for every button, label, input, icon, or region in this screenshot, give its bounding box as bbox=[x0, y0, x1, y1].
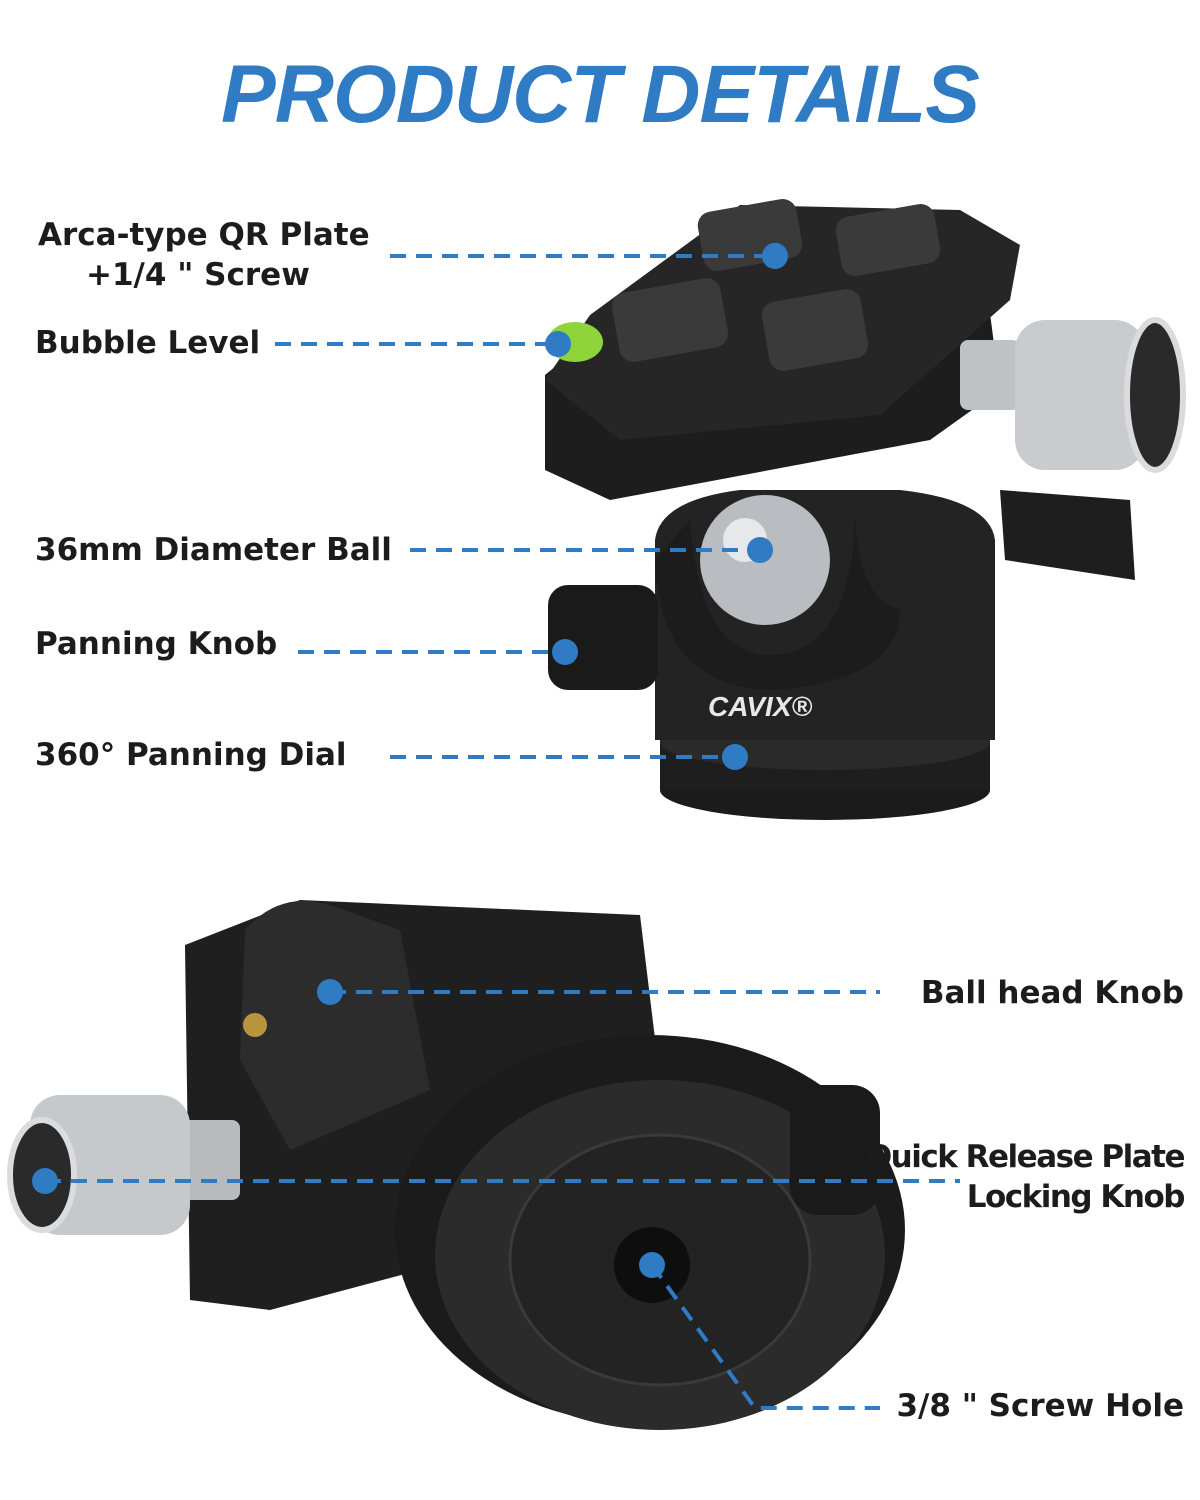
callout-dot bbox=[545, 331, 571, 357]
callout-dot bbox=[762, 243, 788, 269]
ball-head-bottom-view bbox=[7, 900, 905, 1430]
callout-dot bbox=[32, 1168, 58, 1194]
callout-panning-knob: Panning Knob bbox=[35, 626, 278, 662]
callout-locking-knob-line1: Quick Release Plate bbox=[865, 1139, 1186, 1175]
brand-logo: CAVIX® bbox=[708, 691, 812, 722]
callout-bubble-level: Bubble Level bbox=[35, 325, 261, 361]
callout-qr-plate-line1: Arca-type QR Plate bbox=[38, 217, 370, 253]
callout-dot bbox=[552, 639, 578, 665]
callout-dot bbox=[747, 537, 773, 563]
callout-screw-hole: 3/8 " Screw Hole bbox=[896, 1388, 1184, 1424]
callout-ball: 36mm Diameter Ball bbox=[35, 532, 392, 568]
callout-dot bbox=[722, 744, 748, 770]
leader-line-screw-hole bbox=[650, 1263, 880, 1410]
callout-ball-head-knob: Ball head Knob bbox=[920, 975, 1184, 1011]
callout-dot bbox=[317, 979, 343, 1005]
callout-dot bbox=[639, 1252, 665, 1278]
callout-locking-knob: Quick Release Plate Locking Knob bbox=[865, 1137, 1186, 1217]
callout-qr-plate-line2: +1/4 " Screw bbox=[86, 257, 310, 293]
callout-qr-plate: Arca-type QR Plate +1/4 " Screw bbox=[38, 215, 370, 295]
callout-locking-knob-line2: Locking Knob bbox=[966, 1179, 1186, 1215]
callout-panning-dial: 360° Panning Dial bbox=[35, 737, 347, 773]
page-title: PRODUCT DETAILS bbox=[221, 49, 980, 140]
ball-head-top-view: CAVIX® bbox=[545, 198, 1186, 820]
